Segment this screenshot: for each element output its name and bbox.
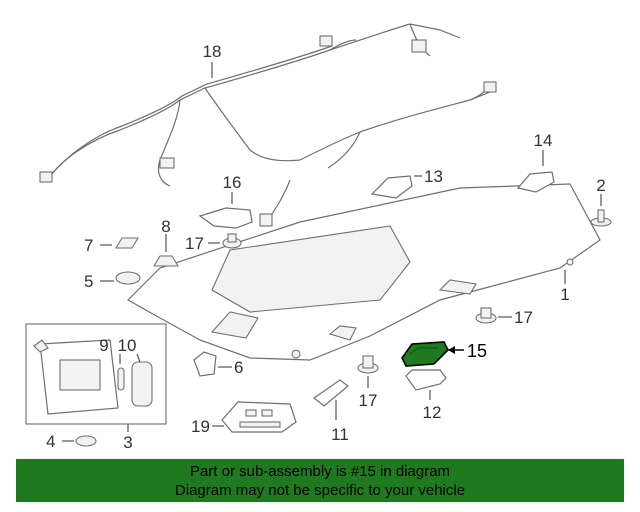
callout-7: 7 — [84, 236, 93, 255]
overhead-console-19[interactable] — [221, 401, 297, 433]
banner-line-1: Part or sub-assembly is #15 in diagram — [189, 463, 451, 480]
sun-visor-inset[interactable] — [25, 323, 167, 425]
callout-3: 3 — [123, 433, 132, 452]
callout-18: 18 — [203, 42, 222, 61]
highlighted-part-15[interactable] — [401, 341, 449, 367]
clip-6[interactable] — [193, 351, 217, 377]
headliner-panel[interactable] — [127, 183, 601, 361]
clip-4[interactable] — [75, 435, 97, 447]
push-clip-2[interactable] — [590, 209, 612, 227]
bracket-14[interactable] — [516, 171, 555, 193]
callout-5: 5 — [84, 272, 93, 291]
clip-5[interactable] — [115, 271, 141, 285]
leader-10 — [136, 353, 141, 363]
callout-17-lower: 17 — [359, 391, 378, 410]
callout-6: 6 — [234, 358, 243, 377]
clip-8[interactable] — [153, 255, 179, 267]
grab-handle-11[interactable] — [312, 379, 349, 407]
callout-19: 19 — [191, 417, 210, 436]
headliner-exploded-diagram: 18 1 2 13 14 16 17 — [25, 23, 612, 452]
callout-12: 12 — [423, 403, 442, 422]
callout-13: 13 — [424, 167, 443, 186]
callout-8: 8 — [161, 217, 170, 236]
clip-17-right[interactable] — [475, 307, 497, 324]
notice-banner: Part or sub-assembly is #15 in diagram D… — [16, 459, 624, 502]
callout-15: 15 — [467, 341, 487, 361]
callout-17-upper: 17 — [185, 234, 204, 253]
callout-16: 16 — [223, 173, 242, 192]
callout-4: 4 — [46, 432, 55, 451]
callout-1: 1 — [560, 285, 569, 304]
bracket-13[interactable] — [370, 175, 413, 199]
callout-14: 14 — [534, 131, 553, 150]
bracket-16[interactable] — [198, 207, 253, 229]
clip-17-lower[interactable] — [357, 355, 379, 374]
callout-2: 2 — [596, 176, 605, 195]
arrow-icon — [448, 346, 455, 354]
grab-handle-12[interactable] — [405, 369, 447, 391]
wiring-harness[interactable] — [39, 23, 497, 227]
callout-17-right: 17 — [514, 308, 533, 327]
callout-11: 11 — [331, 425, 349, 444]
callout-9: 9 — [99, 336, 108, 355]
banner-line-2: Diagram may not be specific to your vehi… — [174, 482, 466, 499]
callout-10: 10 — [118, 336, 137, 355]
clip-7[interactable] — [115, 237, 139, 249]
clip-17-upper[interactable] — [222, 233, 242, 249]
